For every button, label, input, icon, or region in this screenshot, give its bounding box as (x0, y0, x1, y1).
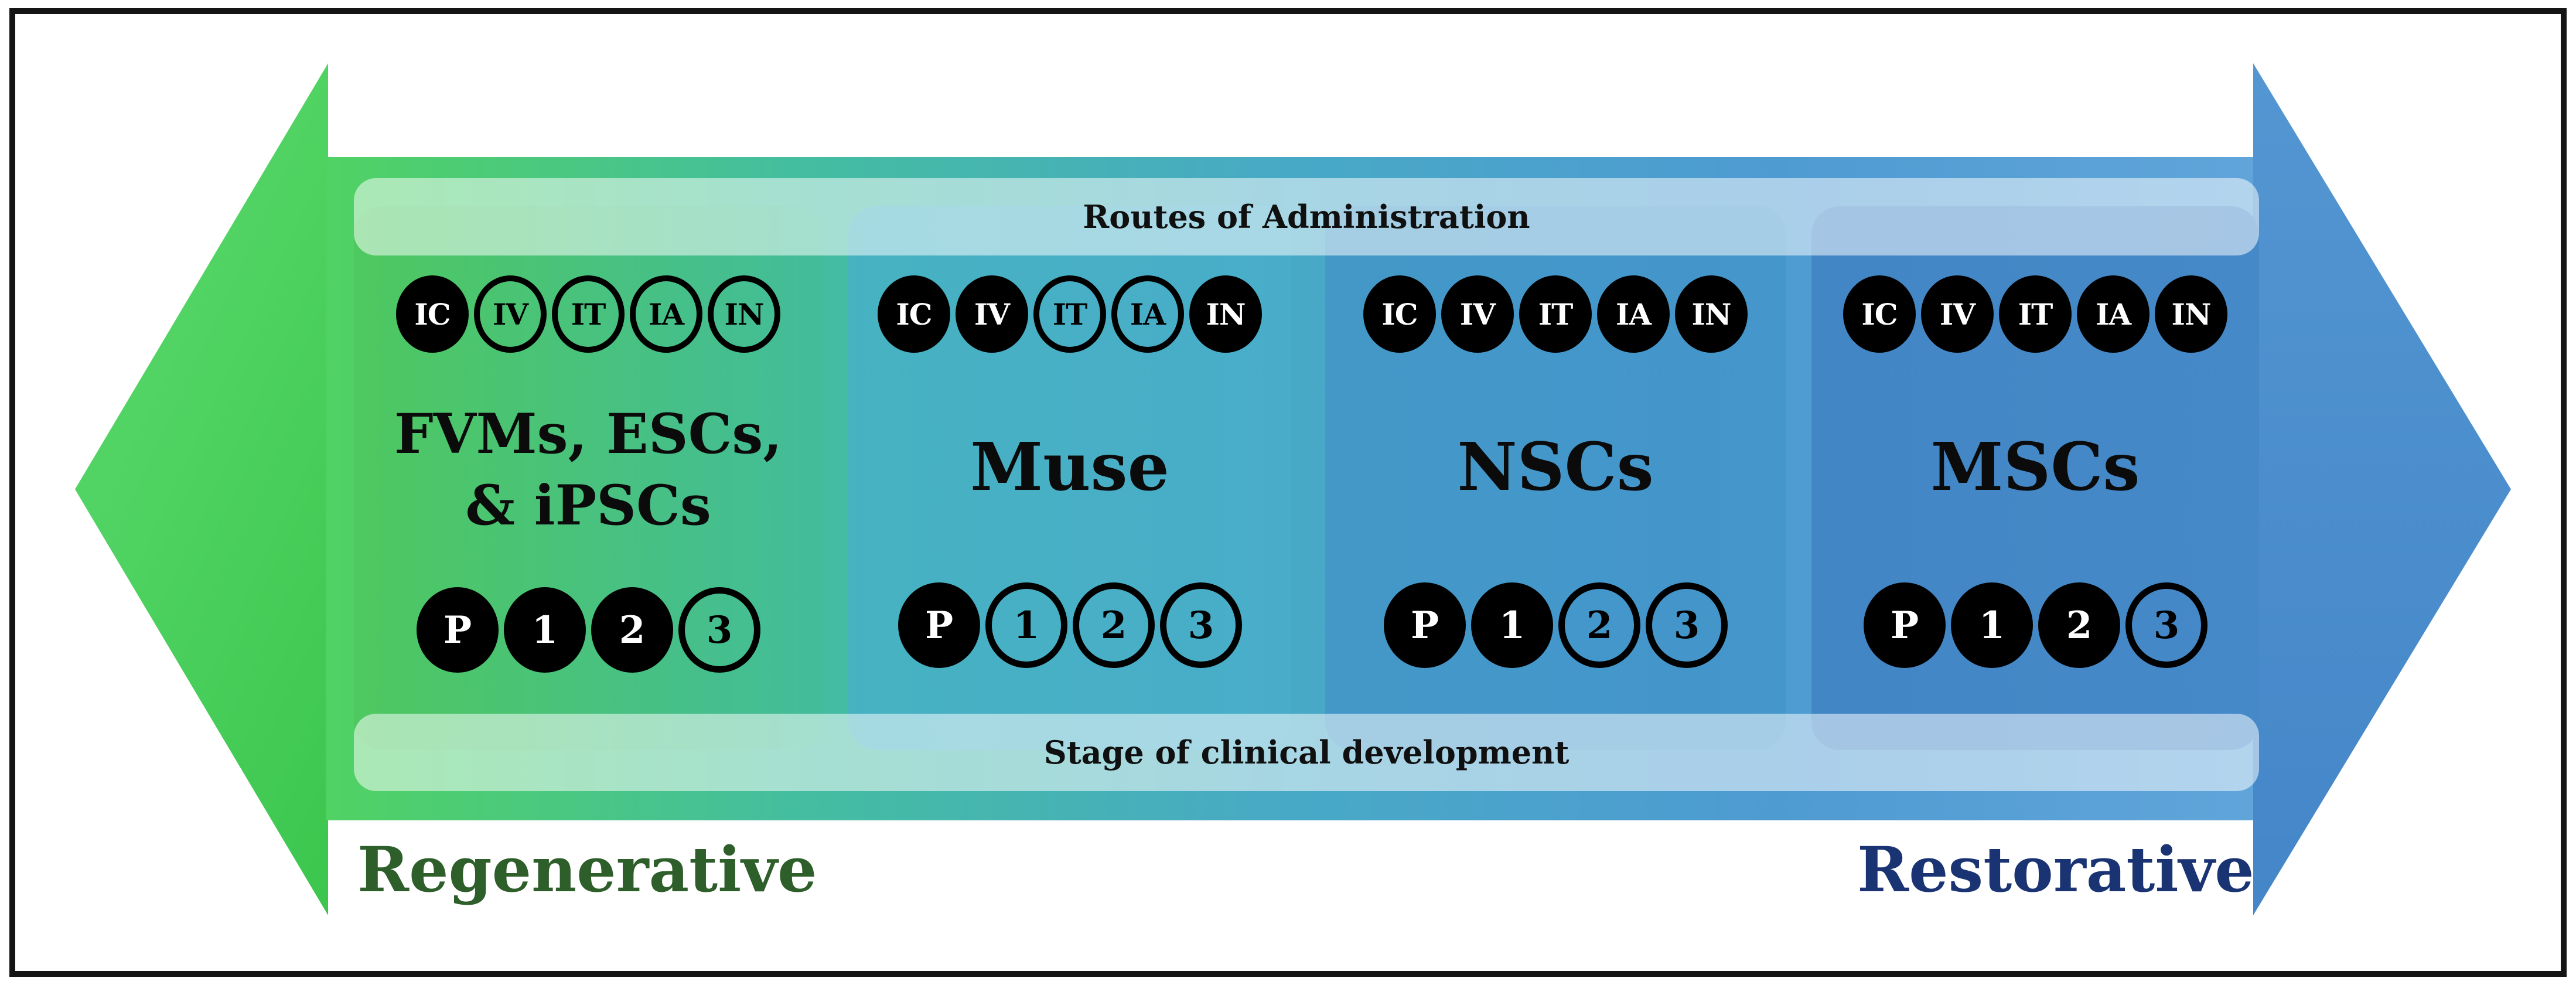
routes-row: IC IV IT IA IN (396, 275, 780, 353)
stage-badge-p: P (1863, 582, 1946, 668)
routes-row: IC IV IT IA IN (1843, 275, 2227, 353)
figure-border-frame (9, 8, 2567, 977)
stage-badge-2: 2 (1558, 582, 1640, 668)
stage-band-label: Stage of clinical development (1043, 734, 1570, 771)
stage-badge-p: P (898, 582, 980, 668)
route-badge-ic: IC (1843, 275, 1916, 353)
route-badge-iv: IV (1441, 275, 1514, 353)
panel-title: NSCs (1457, 407, 1653, 528)
stages-row: P 1 2 3 (1383, 582, 1728, 668)
stages-row: P 1 2 3 (898, 582, 1242, 668)
panel-title-line: NSCs (1457, 428, 1654, 506)
route-badge-iv: IV (956, 275, 1028, 353)
route-badge-it: IT (1999, 275, 2072, 353)
panel-mscs: IC IV IT IA IN MSCs P 1 2 3 (1811, 206, 2259, 750)
panel-title-line: FVMs, ESCs, (394, 402, 783, 467)
route-badge-iv: IV (474, 275, 547, 353)
route-badge-ia: IA (630, 275, 702, 353)
panel-fvms-escs-ipscs: IC IV IT IA IN FVMs, ESCs, & iPSCs P 1 2… (354, 206, 823, 750)
stage-badge-3: 3 (1645, 582, 1728, 668)
stage-badge-p: P (416, 587, 499, 673)
stage-badge-1: 1 (985, 582, 1067, 668)
stage-badge-1: 1 (503, 587, 586, 673)
stage-of-clinical-development-band: Stage of clinical development (354, 714, 2259, 791)
stage-badge-1: 1 (1470, 582, 1553, 668)
restorative-label: Restorative (1857, 833, 2254, 906)
panel-title: FVMs, ESCs, & iPSCs (394, 398, 782, 541)
stage-badge-3: 3 (678, 587, 760, 673)
panel-title: MSCs (1930, 407, 2140, 528)
route-badge-ia: IA (2077, 275, 2149, 353)
route-badge-in: IN (708, 275, 780, 353)
stage-badge-2: 2 (2038, 582, 2120, 668)
route-badge-in: IN (2155, 275, 2227, 353)
route-badge-it: IT (1519, 275, 1592, 353)
stage-badge-3: 3 (1159, 582, 1242, 668)
stage-badge-2: 2 (1072, 582, 1155, 668)
stage-badge-1: 1 (1950, 582, 2033, 668)
route-badge-ic: IC (878, 275, 950, 353)
route-badge-ic: IC (396, 275, 469, 353)
panel-title: Muse (970, 407, 1169, 528)
route-badge-it: IT (552, 275, 625, 353)
route-badge-ia: IA (1597, 275, 1670, 353)
route-badge-in: IN (1189, 275, 1262, 353)
panel-muse: IC IV IT IA IN Muse P 1 2 3 (848, 206, 1291, 750)
routes-of-administration-band: Routes of Administration (354, 178, 2259, 255)
route-badge-iv: IV (1921, 275, 1994, 353)
panel-nscs: IC IV IT IA IN NSCs P 1 2 3 (1325, 206, 1786, 750)
regenerative-label: Regenerative (357, 833, 817, 906)
routes-band-label: Routes of Administration (1083, 198, 1530, 236)
stage-badge-3: 3 (2125, 582, 2207, 668)
stage-badge-p: P (1383, 582, 1466, 668)
routes-row: IC IV IT IA IN (878, 275, 1262, 353)
route-badge-it: IT (1033, 275, 1106, 353)
route-badge-ia: IA (1111, 275, 1184, 353)
panel-title-line: & iPSCs (465, 473, 711, 538)
stage-badge-2: 2 (591, 587, 673, 673)
route-badge-ic: IC (1363, 275, 1436, 353)
routes-row: IC IV IT IA IN (1363, 275, 1748, 353)
stages-row: P 1 2 3 (1863, 582, 2207, 668)
panel-title-line: Muse (970, 428, 1169, 506)
route-badge-in: IN (1675, 275, 1748, 353)
stages-row: P 1 2 3 (416, 587, 760, 673)
panel-title-line: MSCs (1930, 428, 2140, 506)
